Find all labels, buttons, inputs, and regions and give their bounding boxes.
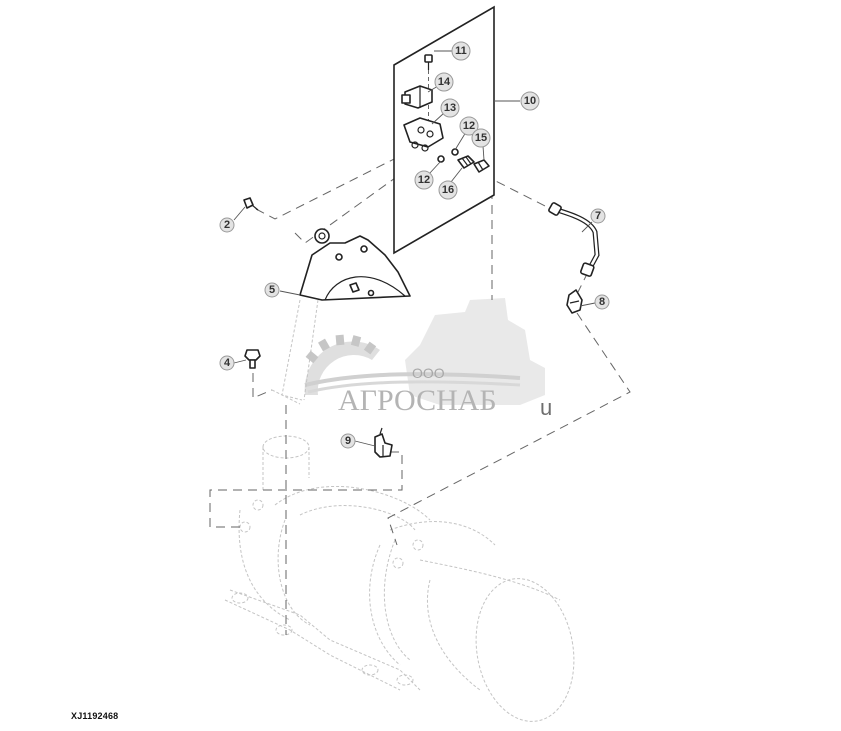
fitting-15 — [473, 159, 490, 173]
callout-9: 9 — [340, 433, 356, 449]
svg-text:7: 7 — [595, 210, 601, 222]
seal-12a — [451, 148, 459, 156]
valve-block-13 — [403, 117, 444, 152]
svg-text:5: 5 — [269, 284, 275, 296]
svg-text:12: 12 — [463, 120, 475, 132]
svg-text:11: 11 — [455, 45, 467, 57]
callout-13: 13 — [440, 98, 460, 118]
watermark-prefix: ООО — [412, 365, 445, 381]
callout-14: 14 — [434, 72, 454, 92]
watermark-name: АГРОСНАБ — [338, 384, 497, 417]
elbow-fitting-8 — [566, 289, 583, 314]
svg-text:15: 15 — [475, 132, 487, 144]
leader-lines — [233, 50, 596, 447]
svg-text:9: 9 — [345, 435, 351, 447]
svg-text:2: 2 — [224, 219, 230, 231]
callout-15: 15 — [471, 128, 491, 148]
callout-16: 16 — [438, 180, 458, 200]
callout-12-upper: 12 — [459, 116, 479, 136]
svg-text:8: 8 — [599, 296, 605, 308]
svg-text:16: 16 — [442, 184, 454, 196]
callout-4: 4 — [219, 355, 235, 371]
pipe-7 — [548, 202, 600, 277]
bolt-2 — [243, 197, 259, 211]
svg-text:14: 14 — [438, 76, 451, 88]
callout-12-lower: 12 — [414, 170, 434, 190]
callout-2: 2 — [219, 217, 235, 233]
valve-panel — [393, 5, 495, 255]
watermark-suffix: u — [540, 395, 552, 420]
callout-5: 5 — [264, 282, 280, 298]
callout-8: 8 — [594, 294, 610, 310]
callout-11: 11 — [451, 41, 471, 61]
svg-text:12: 12 — [418, 174, 430, 186]
callout-7: 7 — [590, 208, 606, 224]
callout-10: 10 — [520, 91, 540, 111]
figure-id-label: XJ1192468 — [71, 711, 119, 721]
svg-text:4: 4 — [224, 357, 231, 369]
lower-assembly-ghost — [224, 435, 575, 722]
svg-text:13: 13 — [444, 102, 456, 114]
bracket-5 — [271, 228, 411, 405]
fitting-9 — [374, 427, 393, 458]
bolt-4 — [244, 349, 261, 369]
fitting-16 — [457, 155, 475, 169]
assembly-dash-lines — [209, 149, 631, 635]
svg-text:10: 10 — [524, 95, 536, 107]
watermark: ООО АГРОСНАБ u — [304, 298, 552, 420]
connector-14 — [401, 85, 433, 109]
seal-12b — [437, 155, 445, 163]
bolt-11 — [424, 54, 433, 130]
